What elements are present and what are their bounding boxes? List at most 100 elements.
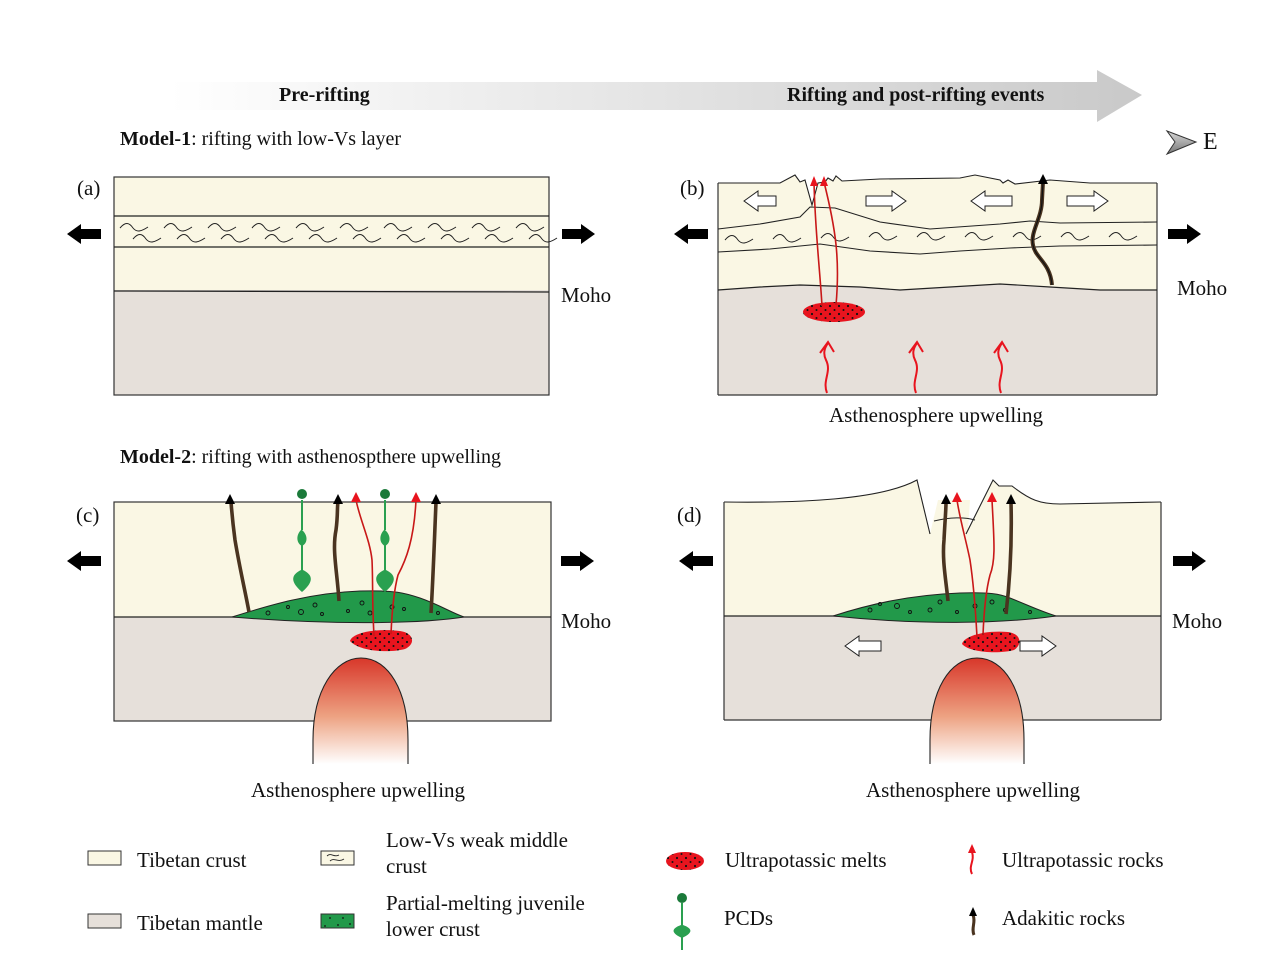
hollow-arrow-left <box>743 190 777 212</box>
panel-c-tag: (c) <box>76 503 100 527</box>
bubble-mark <box>359 600 365 606</box>
model-2-description: : rifting with asthenospthere upwelling <box>191 446 502 468</box>
bubble-mark <box>286 605 290 609</box>
wave-mark <box>1060 232 1090 241</box>
bubble-mark <box>1028 610 1032 614</box>
bubble-mark <box>312 602 318 608</box>
bubble-mark <box>402 607 406 611</box>
bubble-mark <box>927 607 933 613</box>
legend-label-line: Partial-melting juvenile <box>386 891 585 915</box>
wave-mark <box>916 232 946 241</box>
legend-symbol-ultrapotassic-melts <box>666 852 704 870</box>
low-vs-wave-pattern <box>119 223 558 243</box>
extension-arrow-left <box>67 551 101 571</box>
bubble-mark <box>298 609 304 615</box>
bubble-mark <box>367 610 373 616</box>
hollow-arrow-left <box>970 190 1013 212</box>
bubble-mark <box>878 602 882 606</box>
timeline-end-label: Rifting and post-rifting events <box>787 84 1045 106</box>
bubble-mark <box>908 610 912 614</box>
legend-label-adakitic-rocks: Adakitic rocks <box>1002 906 1126 930</box>
panel-b-caption: Asthenosphere upwelling <box>829 403 1044 427</box>
wave-mark <box>339 223 369 232</box>
legend-label-juvenile-crust: Partial-melting juvenile lower crust <box>386 890 585 942</box>
extension-arrow-left <box>679 551 713 571</box>
panel-c-caption: Asthenosphere upwelling <box>251 778 466 802</box>
wave-mark <box>440 234 470 243</box>
legend-label-pcds: PCDs <box>724 906 774 930</box>
extension-arrow-left <box>67 224 101 244</box>
legend-symbol-pcds <box>673 893 691 950</box>
panel-d-tag: (d) <box>677 503 702 527</box>
model-1-heading: Model-1: rifting with low-Vs layer <box>120 128 401 151</box>
legend-swatch-tibetan-mantle <box>87 913 122 929</box>
wave-mark <box>295 223 325 232</box>
arrowhead-east-icon <box>1165 129 1198 156</box>
bubble-mark <box>955 610 959 614</box>
hollow-arrow-left <box>844 635 882 657</box>
bubble-mark <box>265 610 271 616</box>
hollow-arrow-right <box>865 190 907 212</box>
model-2-name: Model-2 <box>120 446 192 468</box>
legend-symbol-adakitic-rocks <box>969 907 977 936</box>
hollow-arrow-right <box>1066 190 1109 212</box>
panel-b-cross-section <box>717 174 1158 396</box>
extension-arrow-left <box>674 224 708 244</box>
wave-mark <box>528 234 558 243</box>
wave-mark <box>383 223 413 232</box>
legend-label-line: crust <box>386 854 427 878</box>
legend-label-line: Low-Vs weak middle <box>386 828 568 852</box>
pcd-symbol <box>376 489 394 592</box>
legend-symbol-ultrapotassic-rocks <box>968 844 976 875</box>
timeline-start-label: Pre-rifting <box>279 84 370 106</box>
panel-a-tag: (a) <box>77 176 101 200</box>
panel-c-cross-section <box>113 489 552 764</box>
extension-arrow-right <box>561 551 594 571</box>
bubble-mark <box>346 609 350 613</box>
wave-mark <box>163 223 193 232</box>
panel-a-cross-section <box>113 176 558 396</box>
legend-label-low-vs-crust: Low-Vs weak middle crust <box>386 827 568 879</box>
wave-mark <box>772 234 802 243</box>
legend-swatch-low-vs-crust <box>320 850 355 866</box>
bubble-mark <box>436 611 440 615</box>
extension-arrow-right <box>1173 551 1206 571</box>
legend-label-tibetan-mantle: Tibetan mantle <box>137 911 263 935</box>
hollow-arrow-right <box>1019 635 1057 657</box>
timeline-arrow <box>170 70 1142 122</box>
wave-mark <box>119 223 149 232</box>
wave-mark <box>427 223 457 232</box>
wave-mark <box>207 223 237 232</box>
wave-mark <box>220 234 250 243</box>
wave-mark <box>132 234 162 243</box>
model-1-name: Model-1 <box>120 128 192 150</box>
bubble-mark <box>867 607 873 613</box>
wave-mark <box>176 234 206 243</box>
wave-mark <box>352 234 382 243</box>
panel-a-moho-label: Moho <box>561 283 612 307</box>
wave-mark <box>484 234 514 243</box>
wave-mark <box>964 232 994 241</box>
wave-mark <box>1012 232 1042 241</box>
wave-mark <box>820 233 850 242</box>
bubble-mark <box>989 599 995 605</box>
wave-mark <box>1108 232 1138 241</box>
legend-swatch-juvenile-crust <box>320 913 355 929</box>
panel-c-moho-label: Moho <box>561 609 612 633</box>
panel-b-moho-label: Moho <box>1177 276 1228 300</box>
orientation-label: E <box>1203 129 1218 155</box>
wave-mark <box>515 223 545 232</box>
panel-b-tag: (b) <box>680 176 705 200</box>
bubble-mark <box>937 599 943 605</box>
wave-mark <box>308 234 338 243</box>
bubble-mark <box>320 612 324 616</box>
wave-mark <box>264 234 294 243</box>
panel-d-moho-label: Moho <box>1172 609 1223 633</box>
model-1-description: : rifting with low-Vs layer <box>191 128 402 150</box>
wave-mark <box>396 234 426 243</box>
legend-label-ultrapotassic-rocks: Ultrapotassic rocks <box>1002 848 1164 872</box>
legend-label-tibetan-crust: Tibetan crust <box>137 848 247 872</box>
wave-mark <box>251 223 281 232</box>
extension-arrow-right <box>1168 224 1201 244</box>
